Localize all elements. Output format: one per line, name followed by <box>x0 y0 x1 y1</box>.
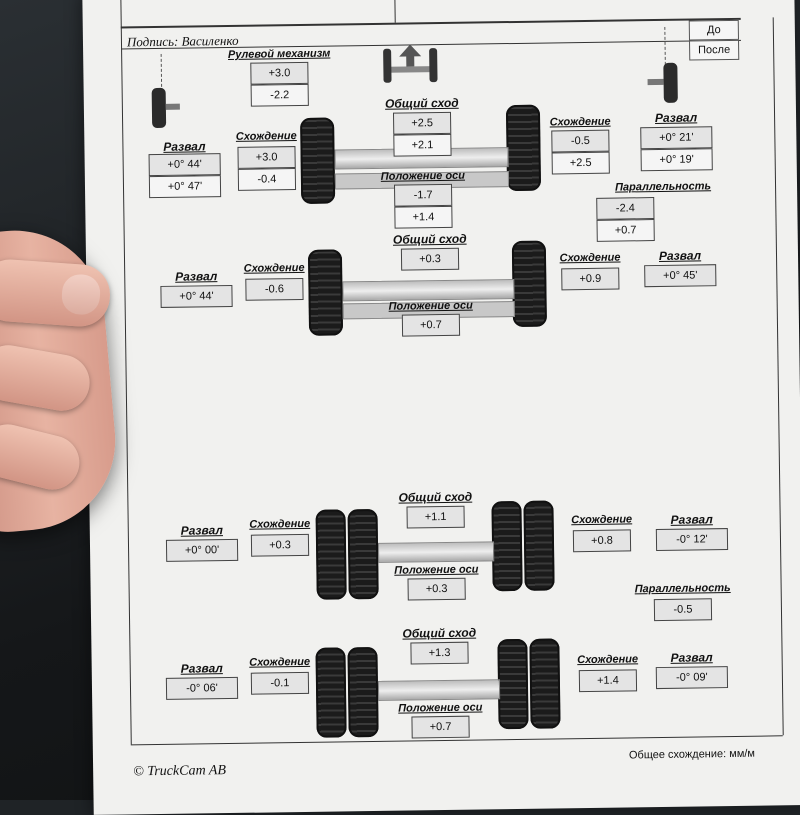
axle4-left-toe-label: Схождение <box>249 655 311 669</box>
right-camber-icon <box>647 26 678 103</box>
units-note: Общее схождение: мм/м <box>628 747 756 762</box>
axle1-axis-after: +1.4 <box>394 205 453 229</box>
axle4-left-outer-tire <box>315 647 347 738</box>
axle4-right-camber: -0° 09' <box>655 666 729 690</box>
top-frame-divider <box>394 0 396 23</box>
axle3-axis: +0.3 <box>407 577 466 601</box>
axle3-left-outer-tire <box>315 509 347 600</box>
axle3-right-inner-tire <box>491 500 523 592</box>
axle1-right-camber-after: +0° 19' <box>640 148 713 172</box>
axle1-right-camber-label: Развал <box>654 110 698 126</box>
axle3-left-inner-tire <box>347 508 379 600</box>
axle3-right-toe-label: Схождение <box>571 513 633 527</box>
axle1-right-camber-before: +0° 21' <box>640 126 713 150</box>
axle2-left-toe-label: Схождение <box>243 261 305 275</box>
axle4-right-outer-tire <box>529 638 561 729</box>
steering-before: +3.0 <box>250 61 309 85</box>
thumbnail <box>60 273 102 316</box>
axle4-left-camber: -0° 06' <box>165 676 239 700</box>
axle3-axis-position-label: Положение оси <box>394 563 479 577</box>
axle2-left-camber: +0° 44' <box>160 284 233 308</box>
axle4-axis-position-label: Положение оси <box>398 701 483 715</box>
axle1-total-toe-after: +2.1 <box>393 133 452 157</box>
axle1-left-toe-before: +3.0 <box>237 146 296 169</box>
axle4-beam <box>377 679 501 701</box>
axle4-total-toe-label: Общий сход <box>402 625 477 641</box>
axle3-total-toe: +1.1 <box>406 505 465 529</box>
right-border <box>772 17 784 736</box>
axle1-parallel-after: +0.7 <box>596 219 655 242</box>
axle3-beam <box>377 541 495 563</box>
axle2-right-camber: +0° 45' <box>644 264 717 288</box>
axle3-parallel: -0.5 <box>653 598 713 622</box>
axle2-right-toe: +0.9 <box>561 267 620 291</box>
steering-label: Рулевой механизм <box>227 47 331 61</box>
axle2-left-toe: -0.6 <box>245 277 304 301</box>
axle1-parallel-label: Параллельность <box>614 180 712 194</box>
axle1-right-tire <box>505 104 542 192</box>
axle4-right-toe-label: Схождение <box>577 653 639 667</box>
axle2-axis: +0.7 <box>401 313 461 337</box>
axle1-left-toe-label: Схождение <box>235 130 297 143</box>
axle3-left-camber-label: Развал <box>180 523 223 538</box>
axle1-left-camber-before: +0° 44' <box>148 153 221 177</box>
before-legend-box: До <box>688 19 740 41</box>
axle3-parallel-label: Параллельность <box>634 582 731 596</box>
axle2-right-camber-label: Развал <box>658 248 702 263</box>
thumb <box>0 257 113 329</box>
axle3-left-toe-label: Схождение <box>249 517 311 531</box>
top-frame-line <box>120 0 122 27</box>
axle3-right-toe: +0.8 <box>572 529 632 553</box>
axle2-beam <box>342 279 515 302</box>
axle1-left-camber-after: +0° 47' <box>148 175 222 199</box>
steering-arrow-icon <box>383 44 438 83</box>
axle1-total-toe-label: Общий сход <box>384 95 459 111</box>
axle2-left-tire <box>307 249 344 336</box>
axle1-axis-before: -1.7 <box>393 183 453 207</box>
alignment-report-sheet: Подпись: Василенко До После Рулевой меха… <box>82 0 800 815</box>
axle2-right-toe-label: Схождение <box>559 251 621 265</box>
axle4-left-camber-label: Развал <box>180 661 223 676</box>
axle4-total-toe: +1.3 <box>410 641 469 665</box>
left-border <box>120 26 132 745</box>
axle1-right-toe-after: +2.5 <box>551 151 610 175</box>
left-camber-icon <box>151 53 180 128</box>
axle3-total-toe-label: Общий сход <box>398 489 473 505</box>
axle3-right-outer-tire <box>523 500 555 591</box>
signature-line: Подпись: Василенко <box>127 33 239 51</box>
axle2-left-camber-label: Развал <box>175 269 218 284</box>
axle4-left-inner-tire <box>347 646 379 738</box>
axle1-left-tire <box>300 117 336 204</box>
axle4-right-inner-tire <box>497 638 529 730</box>
axle2-right-tire <box>511 240 547 328</box>
axle3-right-camber: -0° 12' <box>655 528 729 552</box>
axle4-right-toe: +1.4 <box>578 669 638 693</box>
signature-name: Василенко <box>181 32 239 49</box>
axle3-right-camber-label: Развал <box>670 512 713 527</box>
axle1-axis-position-label: Положение оси <box>380 169 466 183</box>
axle3-left-camber: +0° 00' <box>165 538 239 562</box>
after-legend-box: После <box>689 39 740 61</box>
axle1-left-camber-label: Развал <box>163 139 206 154</box>
axle1-right-toe-before: -0.5 <box>551 129 610 153</box>
axle4-left-toe: -0.1 <box>250 671 310 695</box>
axle1-total-toe-before: +2.5 <box>392 111 452 135</box>
axle3-left-toe: +0.3 <box>250 533 310 557</box>
axle4-axis: +0.7 <box>411 715 470 739</box>
axle1-right-toe-label: Схождение <box>549 115 611 129</box>
axle1-parallel-before: -2.4 <box>596 197 655 220</box>
steering-after: -2.2 <box>250 83 309 107</box>
copyright: © TruckCam AB <box>133 763 227 780</box>
axle2-axis-position-label: Положение оси <box>388 299 473 313</box>
signature-label: Подпись: <box>126 33 179 50</box>
axle2-total-toe: +0.3 <box>400 247 460 271</box>
axle2-total-toe-label: Общий сход <box>392 231 467 247</box>
axle4-right-camber-label: Развал <box>670 650 713 665</box>
axle1-left-toe-after: -0.4 <box>237 168 297 191</box>
